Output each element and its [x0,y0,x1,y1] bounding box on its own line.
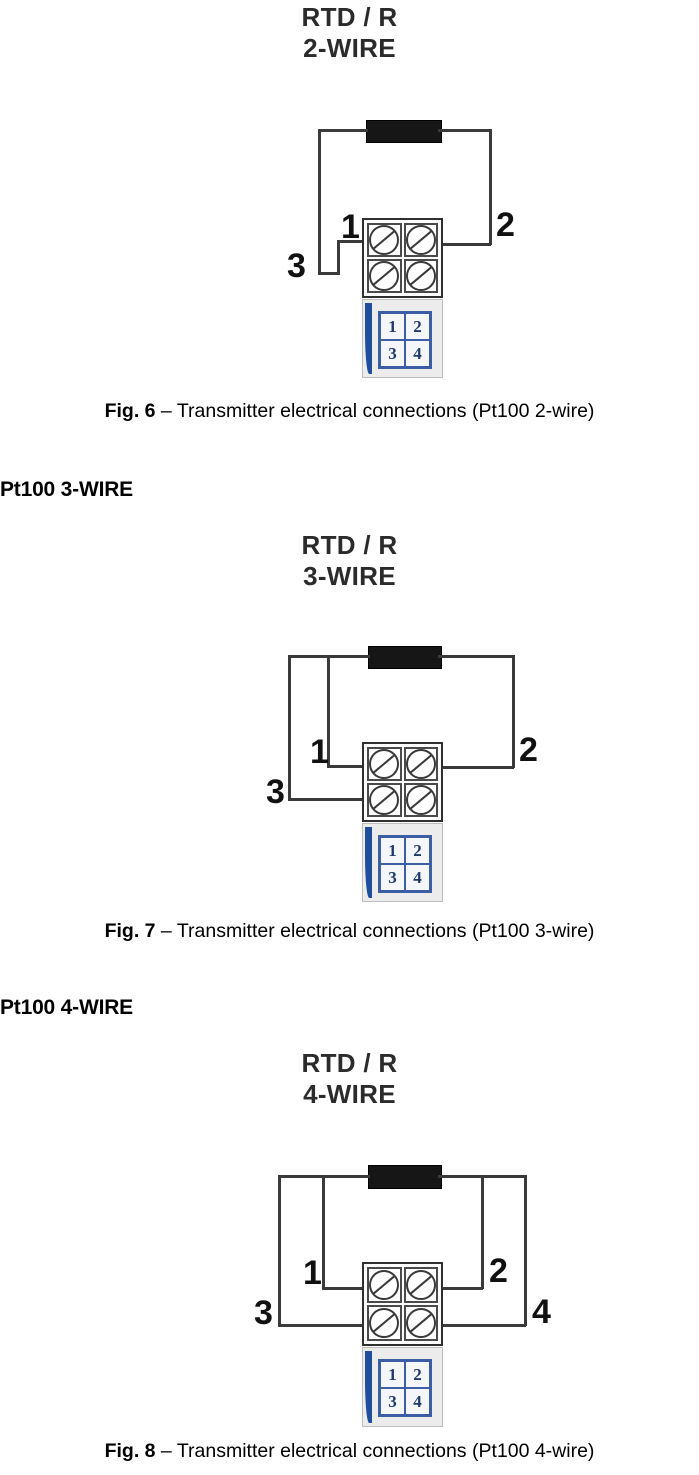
terminal-block-screws [362,1262,443,1346]
connector-number-3: 3 [380,340,405,367]
screw-cell-1[interactable] [367,747,402,781]
figure-dash-7: – [155,920,177,942]
screw-cell-3[interactable] [367,1305,402,1341]
diagram-title-4wire: RTD / R 4-WIRE [301,1048,398,1109]
screw-cell-4[interactable] [403,1305,438,1341]
wire-pin1-into-terminal [337,240,365,243]
connector-number-1: 1 [380,313,405,340]
section-heading-pt100-3wire: Pt100 3-WIRE [0,478,133,501]
screw-cell-1[interactable] [367,223,402,257]
connector-number-grid: 1 2 3 4 [378,835,432,893]
resistor-symbol [368,1165,442,1189]
connector-number-2: 2 [405,313,430,340]
pin-label-2: 2 [519,731,538,769]
diagram-pt100-4wire: RTD / R 4-WIRE [0,1040,699,1435]
pin-label-2: 2 [489,1252,508,1290]
wire-pin3-into-terminal [288,798,365,801]
wire-left-top [318,129,368,132]
figure-text-7: Transmitter electrical connections (Pt10… [176,920,595,942]
pin-label-3: 3 [254,1294,273,1332]
wire-pin4-top [481,1175,526,1178]
connector-number-2: 2 [405,837,430,864]
figure-number-6: Fig. 6 [104,400,156,422]
wire-left-vertical [318,129,321,274]
screw-cell-4[interactable] [403,259,438,293]
figure-dash-8: – [155,1440,177,1462]
connector-number-grid: 1 2 3 4 [378,1359,432,1417]
connector-blue-stripe [365,303,372,374]
figure-number-7: Fig. 7 [104,920,156,942]
terminal-block-screws [362,218,443,298]
wire-jumper-vertical [337,240,340,274]
wire-pin1-top [327,655,370,658]
connector-number-3: 3 [380,864,405,891]
wire-pin2-top [438,1175,483,1178]
wire-right-top [438,655,514,658]
pin-label-3: 3 [266,773,285,811]
connector-number-1: 1 [380,1361,405,1388]
wire-pin1-vertical [322,1175,325,1289]
pin-label-3: 3 [287,247,306,285]
connector-number-4: 4 [405,864,430,891]
wire-pin3-vertical [288,655,291,800]
wire-pin3-horizontal [318,272,340,275]
connector-number-1: 1 [380,837,405,864]
terminal-block-screws [362,742,443,822]
pin-label-4: 4 [532,1293,551,1331]
wire-pin3-into-terminal [278,1324,365,1327]
wire-right-vertical [489,129,492,245]
figure-caption-8: Fig. 8 – Transmitter electrical connecti… [0,1440,699,1463]
pin-label-1: 1 [310,733,329,771]
wire-pin4-vertical [524,1175,527,1326]
connector-number-2: 2 [405,1361,430,1388]
connector-blue-stripe [365,1351,372,1423]
figure-number-8: Fig. 8 [104,1440,156,1462]
figure-caption-6: Fig. 6 – Transmitter electrical connecti… [0,400,699,423]
connector-blue-stripe [365,827,372,898]
diagram-title-3wire: RTD / R 3-WIRE [301,530,398,591]
connector-number-grid: 1 2 3 4 [378,311,432,369]
screw-cell-4[interactable] [403,783,438,817]
wire-pin1-into-terminal [322,1287,365,1290]
pin-label-1: 1 [341,208,360,246]
pin-label-1: 1 [303,1254,322,1292]
diagram-title-2wire: RTD / R 2-WIRE [301,2,398,63]
figure-text-8: Transmitter electrical connections (Pt10… [176,1440,595,1462]
wire-right-vertical [512,655,515,768]
wire-pin1-top [322,1175,370,1178]
wire-pin1-vertical [327,655,330,767]
wire-pin1-into-terminal [327,765,365,768]
connector-number-4: 4 [405,340,430,367]
wire-pin3-top [278,1175,330,1178]
screw-cell-2[interactable] [403,223,438,257]
screw-cell-2[interactable] [403,747,438,781]
figure-caption-7: Fig. 7 – Transmitter electrical connecti… [0,920,699,943]
connector-number-4: 4 [405,1388,430,1415]
figure-dash-6: – [155,400,177,422]
resistor-symbol [366,120,442,143]
wire-pin3-top [288,655,330,658]
screw-cell-3[interactable] [367,783,402,817]
figure-text-6: Transmitter electrical connections (Pt10… [176,400,595,422]
wire-pin2-into-terminal [440,243,491,246]
resistor-symbol [368,646,442,669]
screw-cell-1[interactable] [367,1267,402,1303]
wire-pin2-vertical [481,1175,484,1289]
wire-pin4-into-terminal [440,1324,526,1327]
diagram-pt100-3wire: RTD / R 3-WIRE [0,520,699,910]
section-heading-pt100-4wire: Pt100 4-WIRE [0,996,133,1019]
wire-right-top [438,129,491,132]
wire-pin2-into-terminal [440,1287,483,1290]
connector-number-3: 3 [380,1388,405,1415]
screw-cell-3[interactable] [367,259,402,293]
wire-pin2-into-terminal [440,766,514,769]
wire-pin3-vertical [278,1175,281,1326]
pin-label-2: 2 [496,206,515,244]
screw-cell-2[interactable] [403,1267,438,1303]
diagram-pt100-2wire: RTD / R 2-WIRE [0,0,699,390]
